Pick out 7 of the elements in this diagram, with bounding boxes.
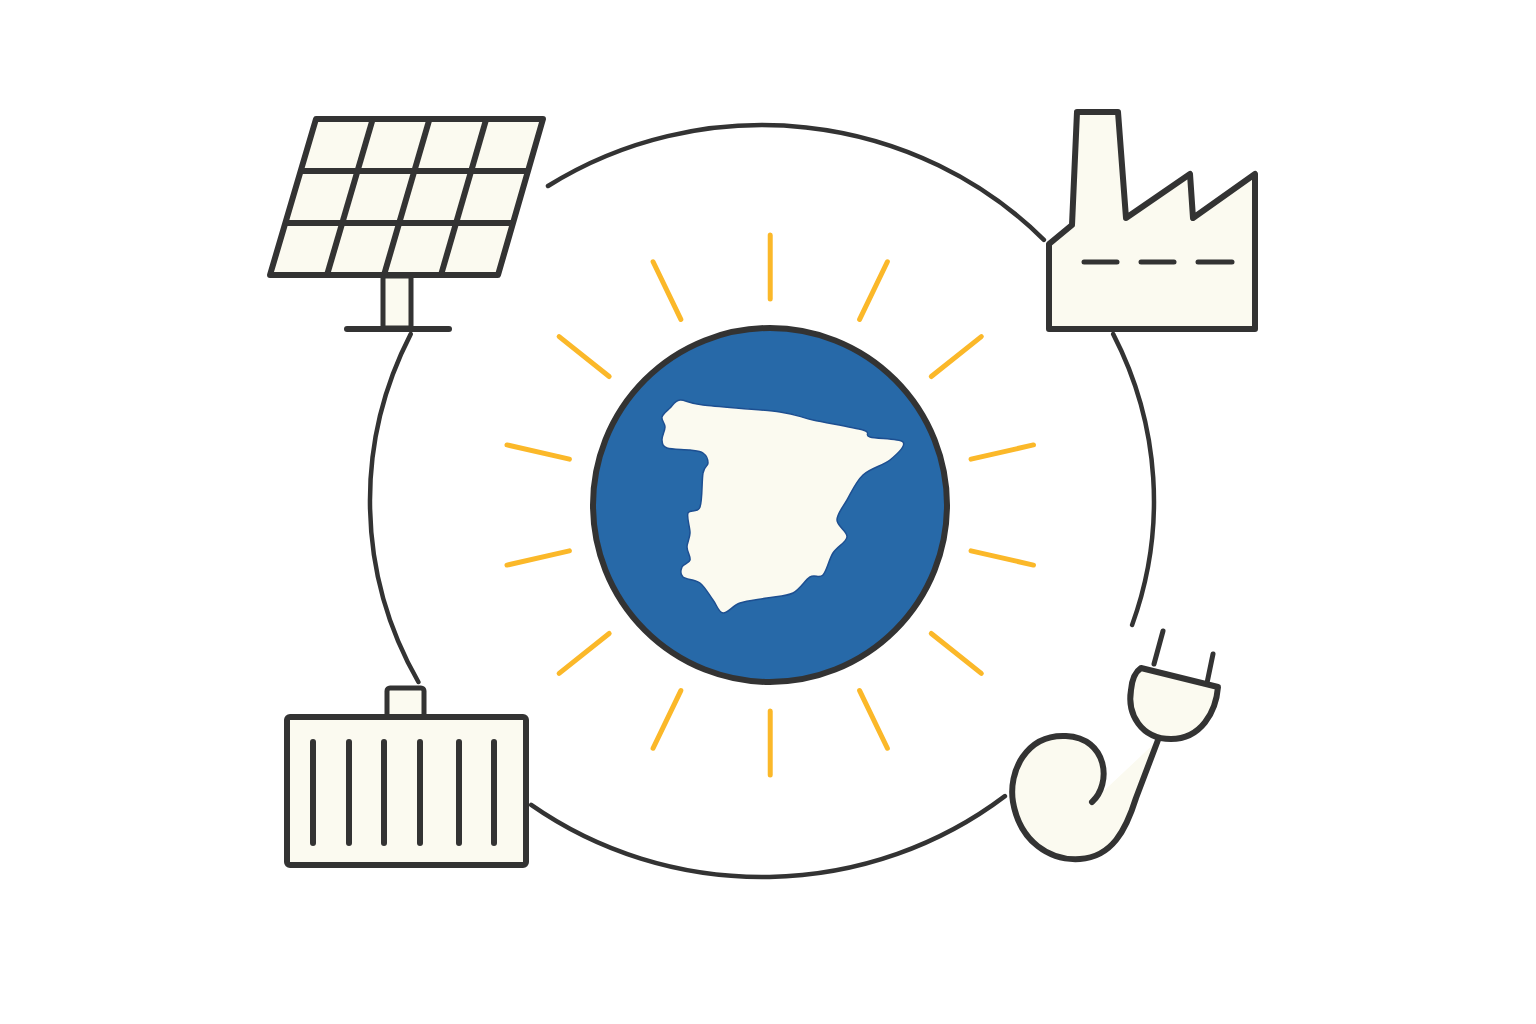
spain-map-icon xyxy=(588,323,952,687)
connector-arc xyxy=(1110,331,1157,628)
solar-panel-icon xyxy=(265,114,548,334)
connector-arc xyxy=(528,793,1008,880)
factory-icon xyxy=(1044,107,1260,334)
connector-arc xyxy=(367,331,421,685)
connector-arc xyxy=(545,123,1047,243)
